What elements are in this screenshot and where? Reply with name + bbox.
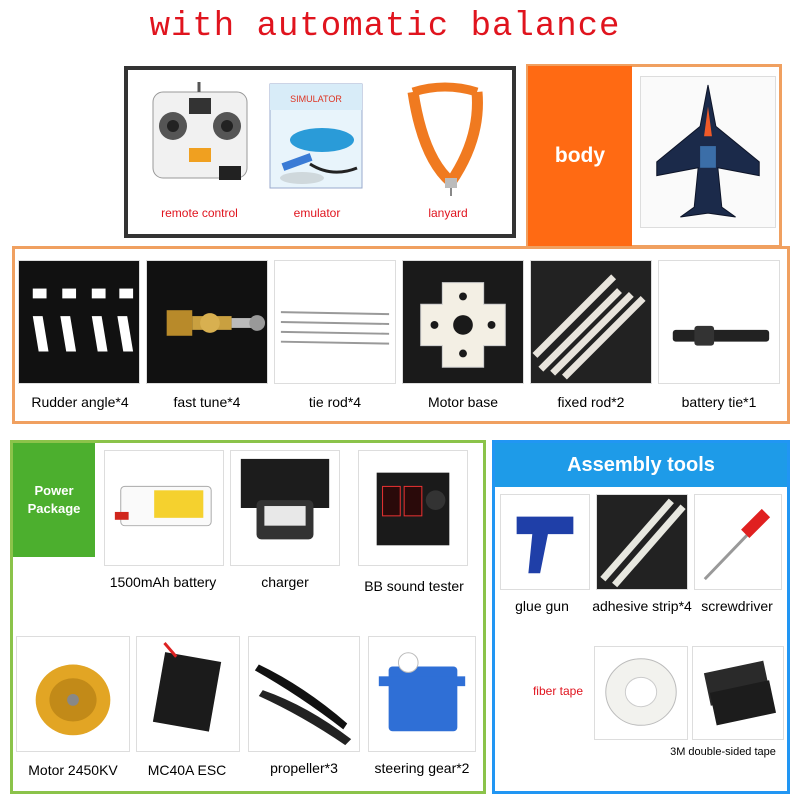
servo-photo: [368, 636, 476, 752]
fast-tune-label: fast tune*4: [173, 394, 241, 410]
sound-tester-label: BB sound tester: [364, 578, 464, 594]
fiber-tape-photo: [594, 646, 688, 740]
motor-label: Motor 2450KV: [28, 762, 118, 778]
jet-plane-icon: [656, 84, 760, 218]
screwdriver-label: screwdriver: [701, 598, 773, 614]
fiber-tape-label: fiber tape: [532, 684, 584, 698]
esc-label: MC40A ESC: [147, 762, 227, 778]
fast-tune-photo: [146, 260, 268, 384]
parts-frame: [12, 246, 790, 424]
emulator-label: emulator: [293, 206, 341, 220]
voltage-tester-icon: [376, 472, 450, 546]
double-sided-tape-icon: [703, 660, 777, 726]
screwdriver-photo: [694, 494, 782, 590]
fixed-rod-icon: [532, 274, 646, 380]
tie-rod-photo: [274, 260, 396, 384]
glue-gun-icon: [516, 516, 574, 574]
propeller-label: propeller*3: [270, 760, 338, 776]
propeller-photo: [248, 636, 360, 752]
tie-rod-icon: [280, 311, 390, 345]
battery-label: 1500mAh battery: [109, 574, 217, 590]
battery-photo: [104, 450, 224, 566]
screwdriver-icon: [703, 508, 771, 581]
simulator-box-icon: SIMULATOR: [269, 83, 363, 189]
battery-tie-label: battery tie*1: [681, 394, 757, 410]
tie-rod-label: tie rod*4: [308, 394, 362, 410]
battery-strap-icon: [672, 325, 770, 346]
fiber-tape-icon: [605, 658, 677, 726]
pushrod-connector-icon: [166, 310, 266, 336]
page-title: with automatic balance: [149, 8, 621, 46]
fixed-rod-label: fixed rod*2: [557, 394, 625, 410]
charger-photo: [230, 450, 340, 566]
remote-control-photo: [141, 78, 258, 200]
brushless-motor-icon: [35, 664, 111, 736]
adhesive-strip-photo: [596, 494, 688, 590]
lanyard-label: lanyard: [428, 206, 468, 220]
rudder-horn-icon: [32, 288, 134, 352]
motor-base-label: Motor base: [427, 394, 499, 410]
double-sided-tape-label: 3M double-sided tape: [670, 746, 776, 758]
esc-photo: [136, 636, 240, 752]
remote-control-label: remote control: [161, 206, 238, 220]
remote-control-icon: [152, 82, 248, 180]
lanyard-photo: [393, 78, 503, 200]
glue-stick-icon: [600, 498, 686, 588]
esc-icon: [152, 642, 222, 732]
svg-text:SIMULATOR: SIMULATOR: [290, 94, 342, 104]
power-package-label: Power Package: [27, 483, 81, 516]
charger-icon: [240, 458, 330, 540]
accessories-frame: [124, 66, 516, 238]
double-sided-tape-photo: [692, 646, 784, 740]
motor-photo: [16, 636, 130, 752]
sound-tester-photo: [358, 450, 468, 566]
assembly-label-block: Assembly tools: [495, 443, 787, 487]
rudder-angle-photo: [18, 260, 140, 384]
motor-base-icon: [420, 282, 506, 368]
glue-gun-label: glue gun: [515, 598, 569, 614]
emulator-photo: SIMULATOR: [262, 78, 372, 200]
power-package-label-block: Power Package: [13, 443, 95, 557]
adhesive-strip-label: adhesive strip*4: [592, 598, 692, 614]
fixed-rod-photo: [530, 260, 652, 384]
power-package-frame: [10, 440, 486, 794]
lipo-battery-icon: [114, 485, 212, 527]
body-photo: [640, 76, 776, 228]
motor-base-photo: [402, 260, 524, 384]
assembly-label: Assembly tools: [567, 453, 715, 476]
battery-tie-photo: [658, 260, 780, 384]
servo-label: steering gear*2: [374, 760, 470, 776]
glue-gun-photo: [500, 494, 590, 590]
assembly-frame: [492, 440, 790, 794]
lanyard-icon: [407, 82, 483, 196]
body-label-block: body: [528, 66, 632, 246]
servo-icon: [378, 652, 466, 732]
charger-label: charger: [261, 574, 309, 590]
body-label: body: [554, 144, 606, 167]
propeller-icon: [254, 664, 352, 746]
rudder-angle-label: Rudder angle*4: [31, 394, 129, 410]
